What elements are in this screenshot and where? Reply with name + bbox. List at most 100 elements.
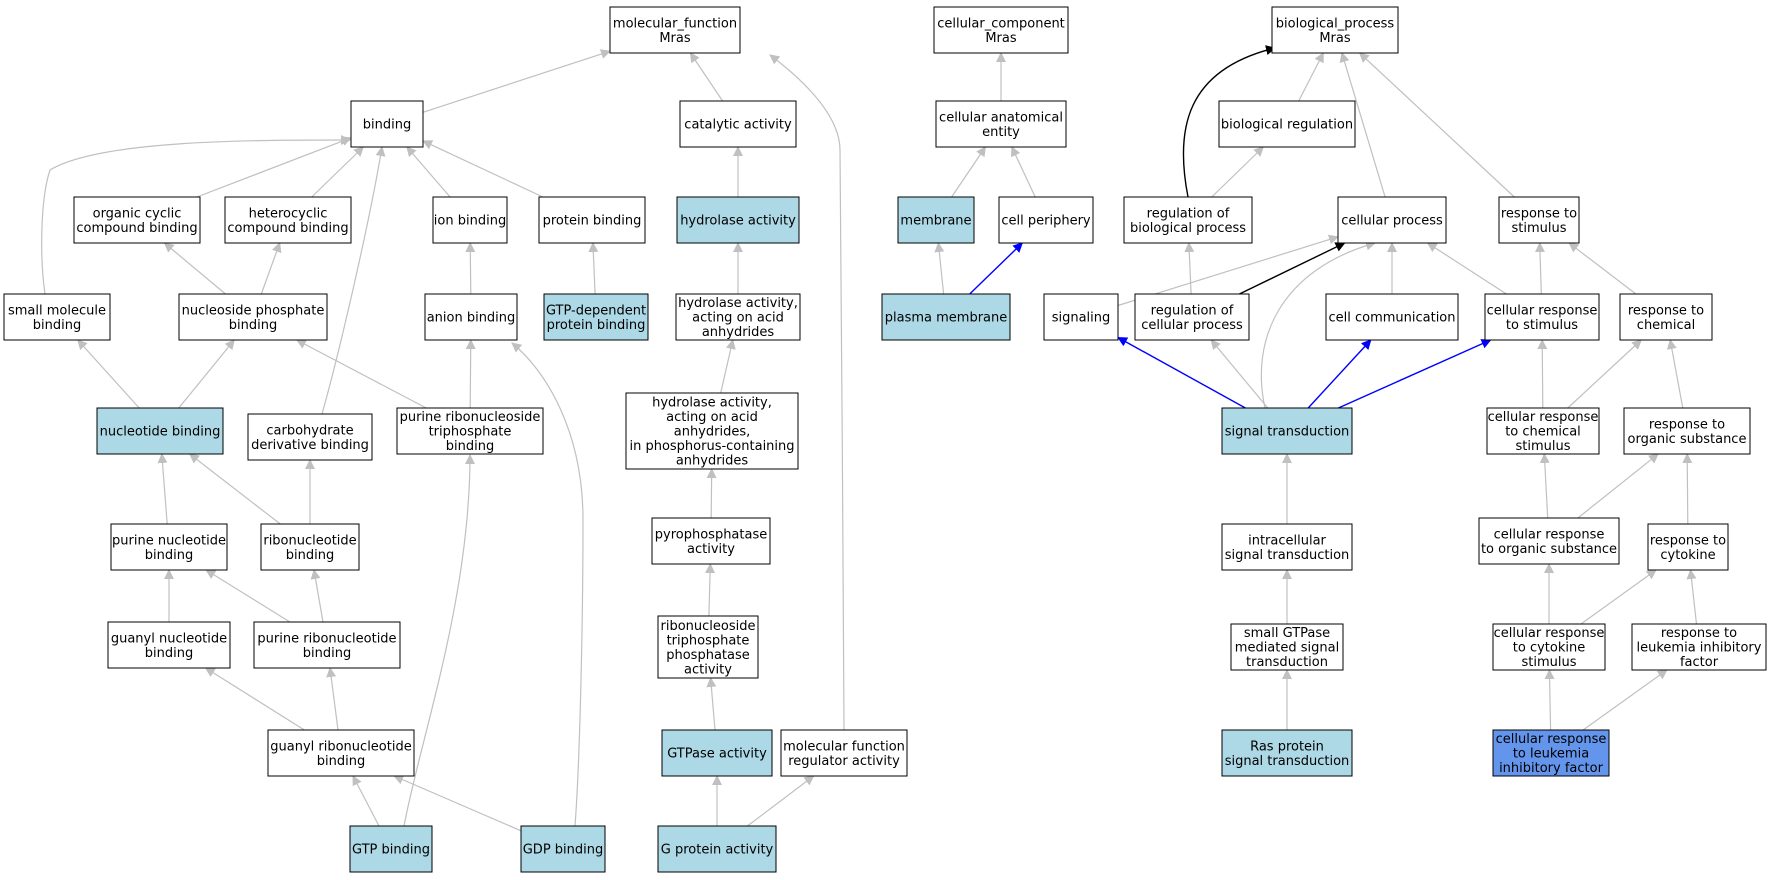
- node-cellper: cell periphery: [998, 196, 1094, 244]
- edge-ocb-to-binding: [196, 136, 352, 198]
- node-cellproc-box: [1337, 196, 1447, 244]
- node-binding-label-line: binding: [363, 118, 411, 133]
- node-bioreg-label-line: biological regulation: [1221, 118, 1353, 133]
- edge-crorg-to-crchem: [1539, 453, 1550, 519]
- node-regcp-label-line: cellular process: [1141, 318, 1243, 333]
- node-gprot-box: [657, 825, 777, 873]
- edge-prntb-to-anionb: [465, 339, 476, 409]
- node-gtpdep-box: [543, 293, 649, 341]
- edge-regcp-to-regbp: [1184, 242, 1195, 295]
- node-hydro: hydrolase activity: [676, 196, 800, 244]
- node-respstim-label-line: stimulus: [1511, 221, 1566, 236]
- node-prntb-label-line: triphosphate: [429, 425, 512, 440]
- node-smallgtp-label-line: transduction: [1246, 655, 1328, 670]
- edge-anionb-to-ionb: [465, 242, 476, 295]
- edge-nucb-to-smb: [77, 339, 140, 409]
- edge-crchem-to-rchem: [1567, 339, 1642, 409]
- edge-sigtrans-to-regcp: [1210, 339, 1269, 409]
- node-mfreg-label-line: molecular function: [783, 739, 905, 754]
- node-mf-label-line: Mras: [659, 31, 691, 46]
- node-gdpb-label-line: GDP binding: [523, 843, 604, 858]
- node-rchem-label-line: response to: [1628, 303, 1704, 318]
- node-ribonb-label-line: ribonucleotide: [263, 533, 356, 548]
- node-rchem-label-line: chemical: [1637, 318, 1695, 333]
- node-cae-box: [935, 100, 1067, 148]
- node-hcb-label-line: compound binding: [227, 221, 348, 236]
- node-purnb-label-line: binding: [145, 548, 193, 563]
- edge-pyro-to-hydrophos: [706, 468, 717, 519]
- node-cc-box: [933, 6, 1069, 54]
- node-regbp-label-line: biological process: [1130, 221, 1246, 236]
- node-rorg-label-line: organic substance: [1628, 432, 1747, 447]
- node-ribotp-label-line: ribonucleoside: [661, 619, 756, 634]
- node-rcyto-label-line: response to: [1650, 533, 1726, 548]
- node-prntb-label-line: binding: [446, 439, 494, 454]
- node-rlif-box: [1631, 623, 1767, 671]
- node-membrane-box: [897, 196, 975, 244]
- edge-ribonb-to-nucb: [188, 453, 281, 525]
- node-rlif-label-line: factor: [1680, 655, 1719, 670]
- node-crcyto-label-line: cellular response: [1494, 626, 1605, 641]
- node-bp-label-line: biological_process: [1276, 16, 1395, 31]
- node-cc-label-line: Mras: [985, 31, 1017, 46]
- edge-gprot-to-mfreg: [747, 775, 815, 827]
- node-prntb-label-line: purine ribonucleoside: [400, 410, 541, 425]
- node-rorg-box: [1623, 407, 1751, 455]
- node-rlif-label-line: response to: [1661, 626, 1737, 641]
- edge-crcyto-to-rcyto: [1580, 569, 1657, 625]
- node-gdpb-box: [520, 825, 606, 873]
- node-hydrophos-label-line: anhydrides: [676, 454, 749, 469]
- node-hydroacid: hydrolase activity,acting on acidanhydri…: [675, 293, 801, 341]
- edge-sigtrans-to-crstim: [1338, 339, 1492, 409]
- node-ribotp-box: [657, 615, 759, 679]
- node-intrasig-label-line: signal transduction: [1225, 548, 1350, 563]
- edge-gtpb-to-guanribb: [352, 775, 380, 827]
- edge-rorg-to-rchem: [1666, 339, 1684, 409]
- node-rchem-box: [1619, 293, 1713, 341]
- node-mf-box: [609, 6, 741, 54]
- edge-plasma-to-membrane: [934, 242, 945, 295]
- edge-gtpase-to-ribotp: [706, 677, 717, 731]
- node-ionb-box: [432, 196, 508, 244]
- node-crlif-label-line: inhibitory factor: [1499, 761, 1604, 776]
- node-catalytic-box: [679, 100, 797, 148]
- node-gtpb-box: [349, 825, 433, 873]
- edge-purribb-to-purnb: [205, 569, 291, 623]
- edge-gdpb-to-guanribb: [393, 774, 522, 832]
- node-regbp-label-line: regulation of: [1147, 206, 1230, 221]
- node-anionb: anion binding: [424, 293, 518, 341]
- node-ribotp-label-line: phosphatase: [666, 648, 750, 663]
- node-rorg-label-line: response to: [1649, 417, 1725, 432]
- edge-nucb-to-npb: [178, 339, 235, 409]
- edge-purribb-to-ribonb: [310, 569, 324, 623]
- edge-respstim-to-bp: [1358, 52, 1515, 198]
- edge-bioreg-to-bp: [1298, 52, 1324, 102]
- node-guanribb-box: [267, 729, 415, 777]
- node-anionb-box: [424, 293, 518, 341]
- edge-gtpb-to-prntb: [403, 454, 475, 827]
- edge-crlif-to-rlif: [1582, 669, 1668, 731]
- node-ribotp: ribonucleosidetriphosphatephosphataseact…: [657, 615, 759, 679]
- node-gtpase: GTPase activity: [661, 729, 773, 777]
- node-purribb-box: [253, 621, 401, 669]
- node-crcyto-label-line: stimulus: [1521, 655, 1576, 670]
- node-binding-box: [350, 100, 424, 148]
- edge-npb-to-ocb: [163, 242, 226, 295]
- node-hydroacid-label-line: anhydrides: [702, 325, 775, 340]
- node-sigtrans-box: [1221, 407, 1353, 455]
- node-respstim-box: [1498, 196, 1580, 244]
- edge-rcyto-to-rorg: [1682, 453, 1693, 525]
- edge-regbp-to-bioreg: [1211, 146, 1265, 198]
